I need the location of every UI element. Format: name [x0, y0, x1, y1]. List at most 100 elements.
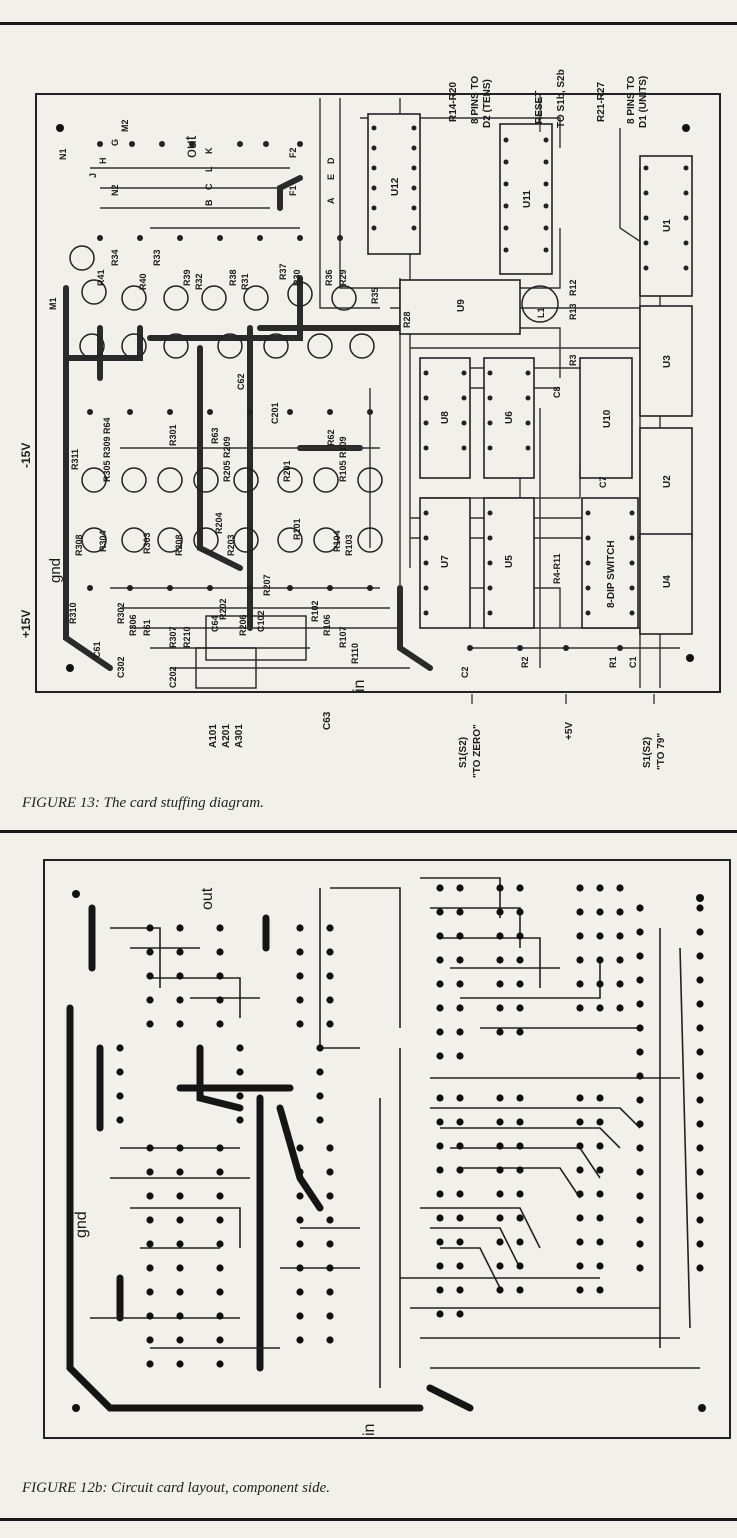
lbl-c2: C2 [460, 666, 470, 678]
pad [146, 972, 154, 980]
lbl-r107: R107 [338, 626, 348, 648]
ic-u4: U4 [662, 575, 673, 588]
lbl-r4-r11: R4-R11 [552, 553, 562, 584]
pad [146, 1264, 154, 1272]
pad [516, 956, 524, 964]
label-leaders [471, 94, 655, 704]
pad [436, 1214, 444, 1222]
lbl-c201: C201 [270, 402, 280, 424]
pad [456, 1004, 464, 1012]
pad [236, 1092, 244, 1100]
pad [176, 1336, 184, 1344]
pad [636, 1072, 644, 1080]
pad [456, 1214, 464, 1222]
lbl-r2: R2 [520, 656, 530, 668]
lbl-c1: C1 [628, 656, 638, 668]
pad [596, 1166, 604, 1174]
pad [696, 1048, 704, 1056]
lbl-c: C [204, 183, 214, 190]
lbl-r303: R303 [142, 532, 152, 554]
pad [176, 996, 184, 1004]
ic-u9: U9 [456, 299, 467, 312]
lbl-r203: R203 [226, 534, 236, 556]
pad [326, 948, 334, 956]
label-a301: A301 [234, 724, 245, 748]
pad [696, 1192, 704, 1200]
ic-u6: U6 [504, 411, 515, 424]
lbl-r32: R32 [194, 273, 204, 290]
lbl-r206: R206 [238, 614, 248, 636]
pad [436, 1190, 444, 1198]
lbl-f1: F1 [288, 185, 298, 196]
lbl-r204: R204 [214, 512, 224, 534]
ic-u5: U5 [504, 555, 515, 568]
pad [516, 1238, 524, 1246]
pad [516, 884, 524, 892]
pad [326, 1020, 334, 1028]
pad [456, 1310, 464, 1318]
pad [236, 1068, 244, 1076]
pad [516, 1118, 524, 1126]
lbl-c202: C202 [168, 666, 178, 688]
lbl-b: B [204, 199, 214, 206]
ic-u11: U11 [522, 190, 533, 208]
mounting-holes-12b [72, 890, 706, 1412]
lbl-r209: R209 [222, 436, 232, 458]
pad [176, 1240, 184, 1248]
ic-packages [367, 113, 693, 635]
pad [696, 976, 704, 984]
pad [596, 932, 604, 940]
pad [696, 1096, 704, 1104]
pad [596, 1142, 604, 1150]
pad [176, 1264, 184, 1272]
lbl-c8: C8 [552, 386, 562, 398]
label-out-12b: out [199, 887, 216, 910]
lbl-r208: R208 [174, 534, 184, 556]
pad [636, 1048, 644, 1056]
pad [176, 1020, 184, 1028]
pad [596, 1190, 604, 1198]
board-outline [35, 93, 721, 693]
pad [236, 1116, 244, 1124]
label-in-12b: in [361, 1424, 378, 1436]
pad [576, 908, 584, 916]
pad [696, 1240, 704, 1248]
pad [576, 1238, 584, 1246]
pad [516, 1262, 524, 1270]
lbl-r63: R63 [210, 427, 220, 444]
pad [576, 1190, 584, 1198]
label-in: in [351, 680, 368, 692]
label-to-s1b: TO S1b, S2b [556, 69, 567, 128]
lbl-r36: R36 [324, 269, 334, 286]
lbl-r210: R210 [182, 626, 192, 648]
pad [456, 980, 464, 988]
pad [216, 996, 224, 1004]
pad [296, 1020, 304, 1028]
pads-12b [116, 884, 704, 1368]
pad [436, 956, 444, 964]
label-gnd: gnd [47, 558, 64, 583]
label-plus-5v: +5V [564, 722, 575, 740]
pad [146, 1312, 154, 1320]
pad [316, 1068, 324, 1076]
pad [146, 1192, 154, 1200]
pad [216, 924, 224, 932]
pad [596, 1004, 604, 1012]
pad [696, 1264, 704, 1272]
pad [296, 1312, 304, 1320]
label-pins-tens-1: 8 PINS TO [470, 76, 481, 124]
lbl-j: J [88, 173, 98, 178]
pad [596, 1262, 604, 1270]
pad [216, 1288, 224, 1296]
pad [516, 1142, 524, 1150]
lbl-r207: R207 [262, 574, 272, 596]
pad [616, 884, 624, 892]
heavy-traces-12b [66, 904, 474, 1412]
pad [326, 996, 334, 1004]
pad [146, 1168, 154, 1176]
label-a101: A101 [208, 724, 219, 748]
lbl-r39: R39 [182, 269, 192, 286]
pad [596, 1214, 604, 1222]
pad [516, 1004, 524, 1012]
pad [296, 1240, 304, 1248]
